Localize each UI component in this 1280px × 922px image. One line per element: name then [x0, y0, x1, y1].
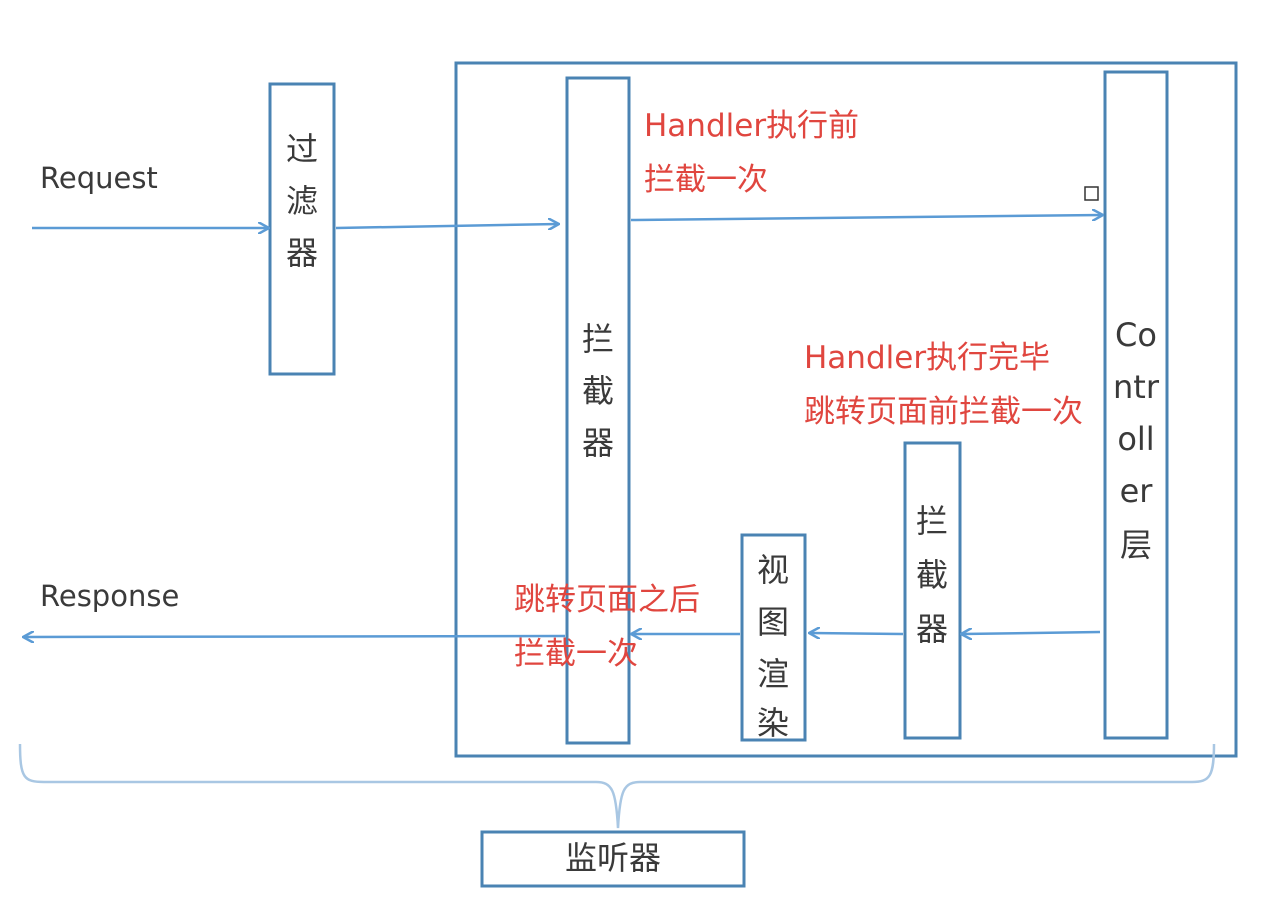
interceptor-right-label-3: 器 — [916, 610, 948, 648]
connector-square — [1084, 186, 1099, 201]
listener-label: 监听器 — [565, 839, 661, 877]
controller-label-4: er — [1120, 472, 1154, 510]
view-render-label-3: 渲 — [757, 655, 789, 693]
response-label: Response — [40, 579, 179, 613]
note-after-redirect-line2: 拦截一次 — [514, 636, 638, 672]
arrow-interceptor-to-controller — [630, 215, 1102, 222]
note-before-handler-line1: Handler执行前 — [644, 108, 859, 144]
arrow-filter-to-interceptor — [335, 224, 558, 228]
request-label: Request — [40, 161, 158, 195]
interceptor-left-label-3: 器 — [582, 424, 614, 462]
note-after-handler-line2: 跳转页面前拦截一次 — [804, 394, 1083, 430]
filter-label-3: 器 — [286, 234, 318, 272]
filter-label-2: 滤 — [286, 182, 318, 220]
filter-label-1: 过 — [286, 130, 318, 168]
note-after-handler-line1: Handler执行完毕 — [804, 340, 1050, 376]
interceptor-right-label-2: 截 — [916, 556, 948, 594]
interceptor-right-box — [903, 441, 962, 740]
listener-scope-brace — [18, 743, 1216, 829]
view-render-label-4: 染 — [757, 704, 789, 742]
controller-box — [1103, 70, 1169, 740]
interceptor-left-box — [565, 76, 631, 745]
note-before-handler-line2: 拦截一次 — [644, 162, 768, 198]
interceptor-right-label-1: 拦 — [916, 502, 948, 540]
interceptor-left-label-2: 截 — [582, 372, 614, 410]
view-render-label-2: 图 — [757, 603, 789, 641]
filter-box — [268, 82, 336, 376]
view-render-box — [740, 533, 807, 742]
listener-box — [480, 830, 746, 888]
arrow-controller-to-interceptor — [962, 632, 1101, 634]
interceptor-left-label-1: 拦 — [582, 320, 614, 358]
note-after-redirect-line1: 跳转页面之后 — [514, 582, 700, 618]
controller-label-2: ntr — [1113, 368, 1160, 406]
view-render-label-1: 视 — [757, 551, 789, 589]
container-frame — [454, 61, 1238, 758]
arrow-to-response — [24, 636, 566, 637]
controller-label-5: 层 — [1120, 526, 1152, 564]
controller-label-1: Co — [1115, 316, 1157, 354]
arrow-interceptor-to-view-render — [810, 633, 904, 634]
controller-label-3: oll — [1117, 420, 1154, 458]
